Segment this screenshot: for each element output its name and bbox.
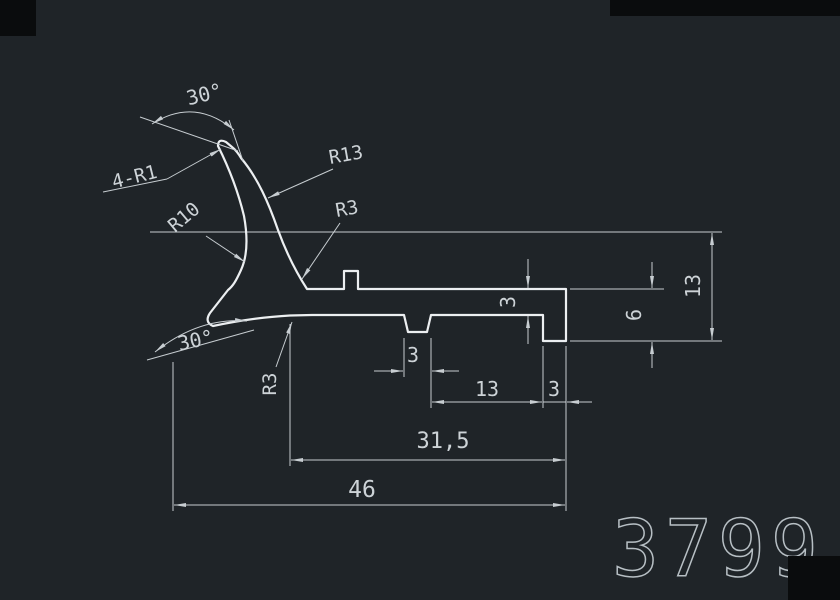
radius-outer-label: R13 [327,141,365,169]
leader-4r1 [166,148,222,180]
corner-mask-top-left [0,0,36,36]
radius-inner-label: R10 [164,198,204,237]
end-height-label: 6 [622,309,646,321]
notch-to-step-label: 13 [475,377,499,401]
leader-r10 [205,235,246,263]
part-number-label: 3799 [612,505,824,595]
end-step-width-label: 3 [548,377,560,401]
angle-arc-top [151,111,235,131]
corner-mask-top-right [610,0,840,16]
overall-height-label: 13 [681,274,705,298]
angle-arc-bottom [154,318,248,353]
corner-radius-label: 4-R1 [110,161,160,193]
leader-r13 [267,168,334,199]
angle-ray [228,119,244,162]
dimension-texts: 30° 4-R1 R13 R10 R3 30° R3 3 3 13 3 6 13… [110,78,705,503]
leader-underline [102,178,168,193]
leader-r3-bottom [275,321,293,368]
notch-width-label: 3 [407,343,419,367]
plate-thickness-label: 3 [496,296,520,308]
overall-width-label: 46 [348,477,376,503]
dimension-lines [174,233,714,507]
radius-top-fillet-label: R3 [334,196,360,222]
flange-length-label: 31,5 [417,429,470,454]
corner-mask-bottom-right [788,556,840,600]
angle-top-label: 30° [184,78,225,110]
angle-bottom-label: 30° [175,325,215,356]
leader-r3-top [301,222,341,280]
radius-bottom-fillet-label: R3 [259,373,281,396]
extension-lines [172,288,722,511]
profile-outline [206,139,568,343]
leader-lines [102,111,341,368]
